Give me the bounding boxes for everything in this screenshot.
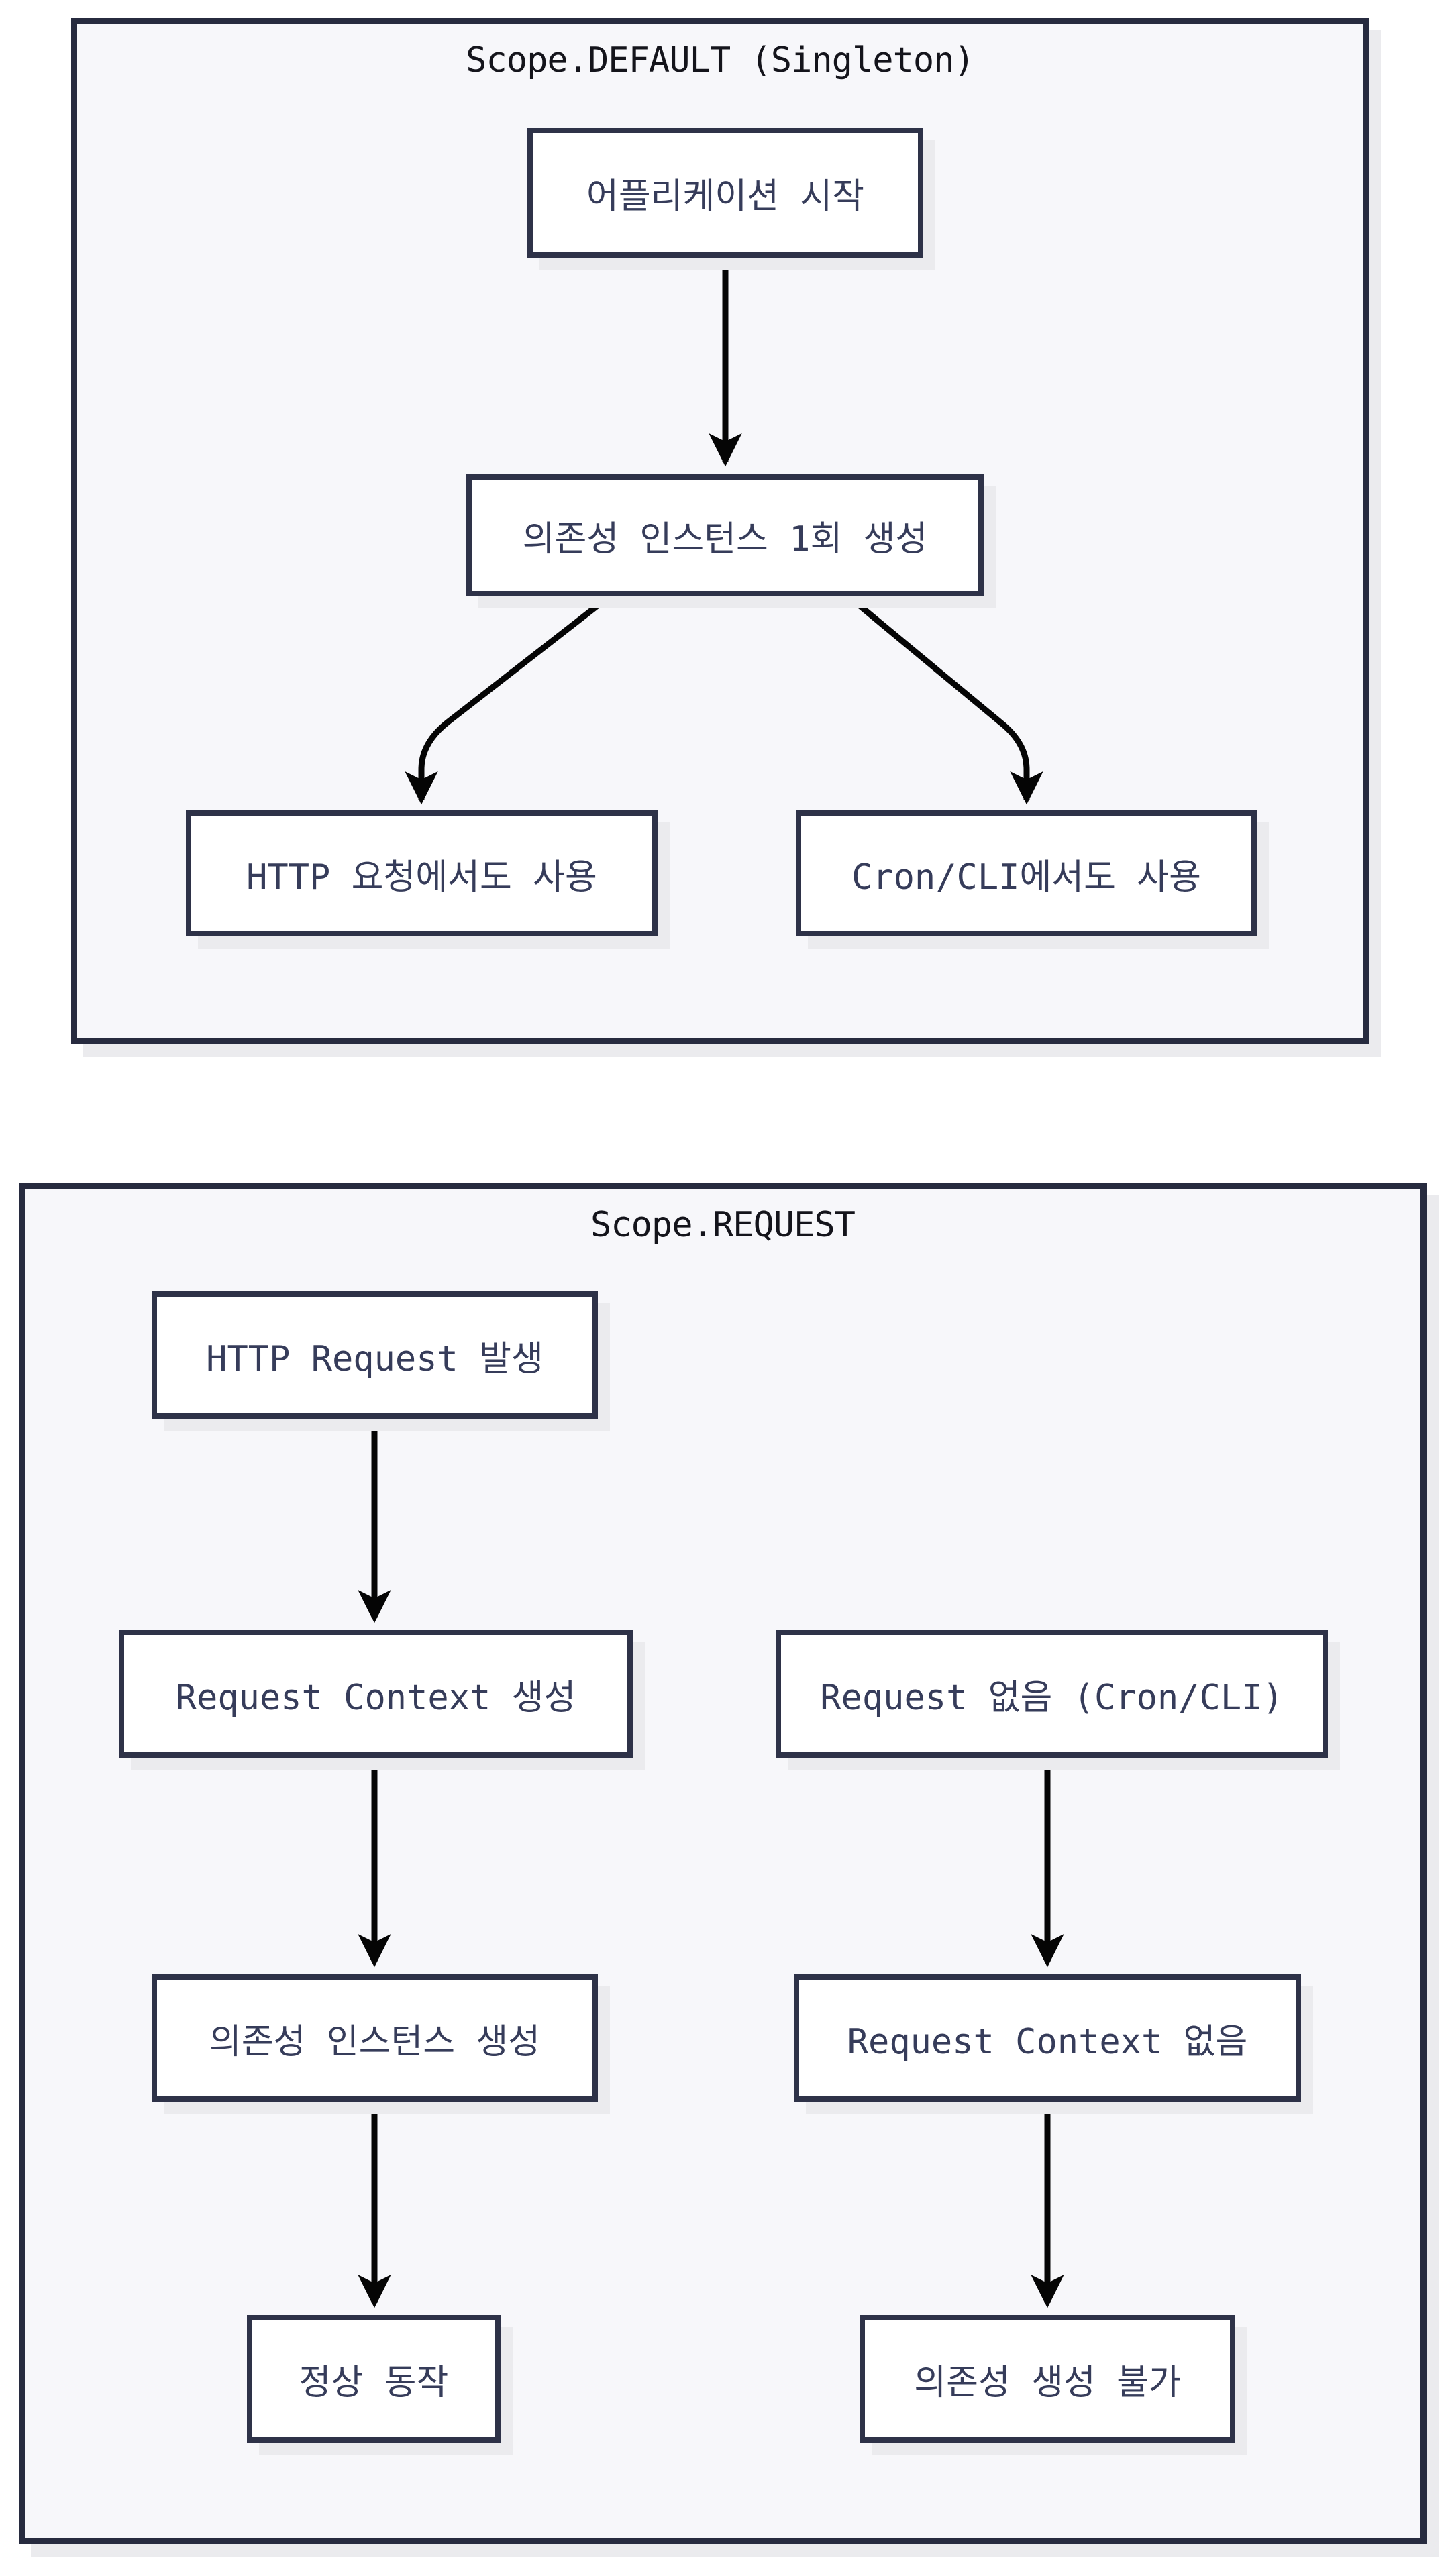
edge-instance-to-http — [405, 592, 613, 805]
node-normal-op: 정상 동작 — [247, 2315, 501, 2443]
node-no-ctx-label: Request Context 없음 — [847, 2021, 1248, 2062]
panel-scope-request-title: Scope.REQUEST — [590, 1205, 856, 1245]
panel-scope-request: Scope.REQUEST HTTP Request 발생 Request Co… — [19, 1183, 1427, 2544]
node-normal-op-label: 정상 동작 — [299, 2362, 449, 2403]
node-http-usage-label: HTTP 요청에서도 사용 — [246, 857, 597, 898]
edges-layer-default — [405, 259, 1043, 805]
node-instance-once: 의존성 인스턴스 1회 생성 — [466, 474, 984, 596]
edge-instance-to-cron — [845, 592, 1043, 805]
panel-scope-default: Scope.DEFAULT (Singleton) 어플리케이션 시작 의존성 … — [71, 18, 1369, 1044]
node-cron-usage: Cron/CLI에서도 사용 — [796, 810, 1257, 936]
node-no-ctx: Request Context 없음 — [794, 1974, 1301, 2102]
node-http-request: HTTP Request 발생 — [152, 1291, 598, 1419]
node-instance-created: 의존성 인스턴스 생성 — [152, 1974, 598, 2102]
node-ctx-created: Request Context 생성 — [119, 1630, 633, 1758]
node-cannot-create-label: 의존성 생성 불가 — [914, 2362, 1181, 2403]
node-cron-usage-label: Cron/CLI에서도 사용 — [851, 857, 1201, 898]
node-ctx-created-label: Request Context 생성 — [175, 1677, 576, 1718]
node-http-usage: HTTP 요청에서도 사용 — [186, 810, 658, 936]
node-app-start: 어플리케이션 시작 — [527, 128, 923, 258]
node-instance-created-label: 의존성 인스턴스 생성 — [209, 2021, 541, 2062]
node-no-request-label: Request 없음 (Cron/CLI) — [820, 1677, 1284, 1718]
node-http-request-label: HTTP Request 발생 — [206, 1338, 544, 1379]
panel-scope-default-title: Scope.DEFAULT (Singleton) — [466, 40, 975, 80]
node-instance-once-label: 의존성 인스턴스 1회 생성 — [522, 519, 928, 559]
node-no-request: Request 없음 (Cron/CLI) — [776, 1630, 1328, 1758]
node-app-start-label: 어플리케이션 시작 — [586, 176, 865, 217]
edges-layer-request — [358, 1419, 1064, 2308]
node-cannot-create: 의존성 생성 불가 — [860, 2315, 1235, 2443]
